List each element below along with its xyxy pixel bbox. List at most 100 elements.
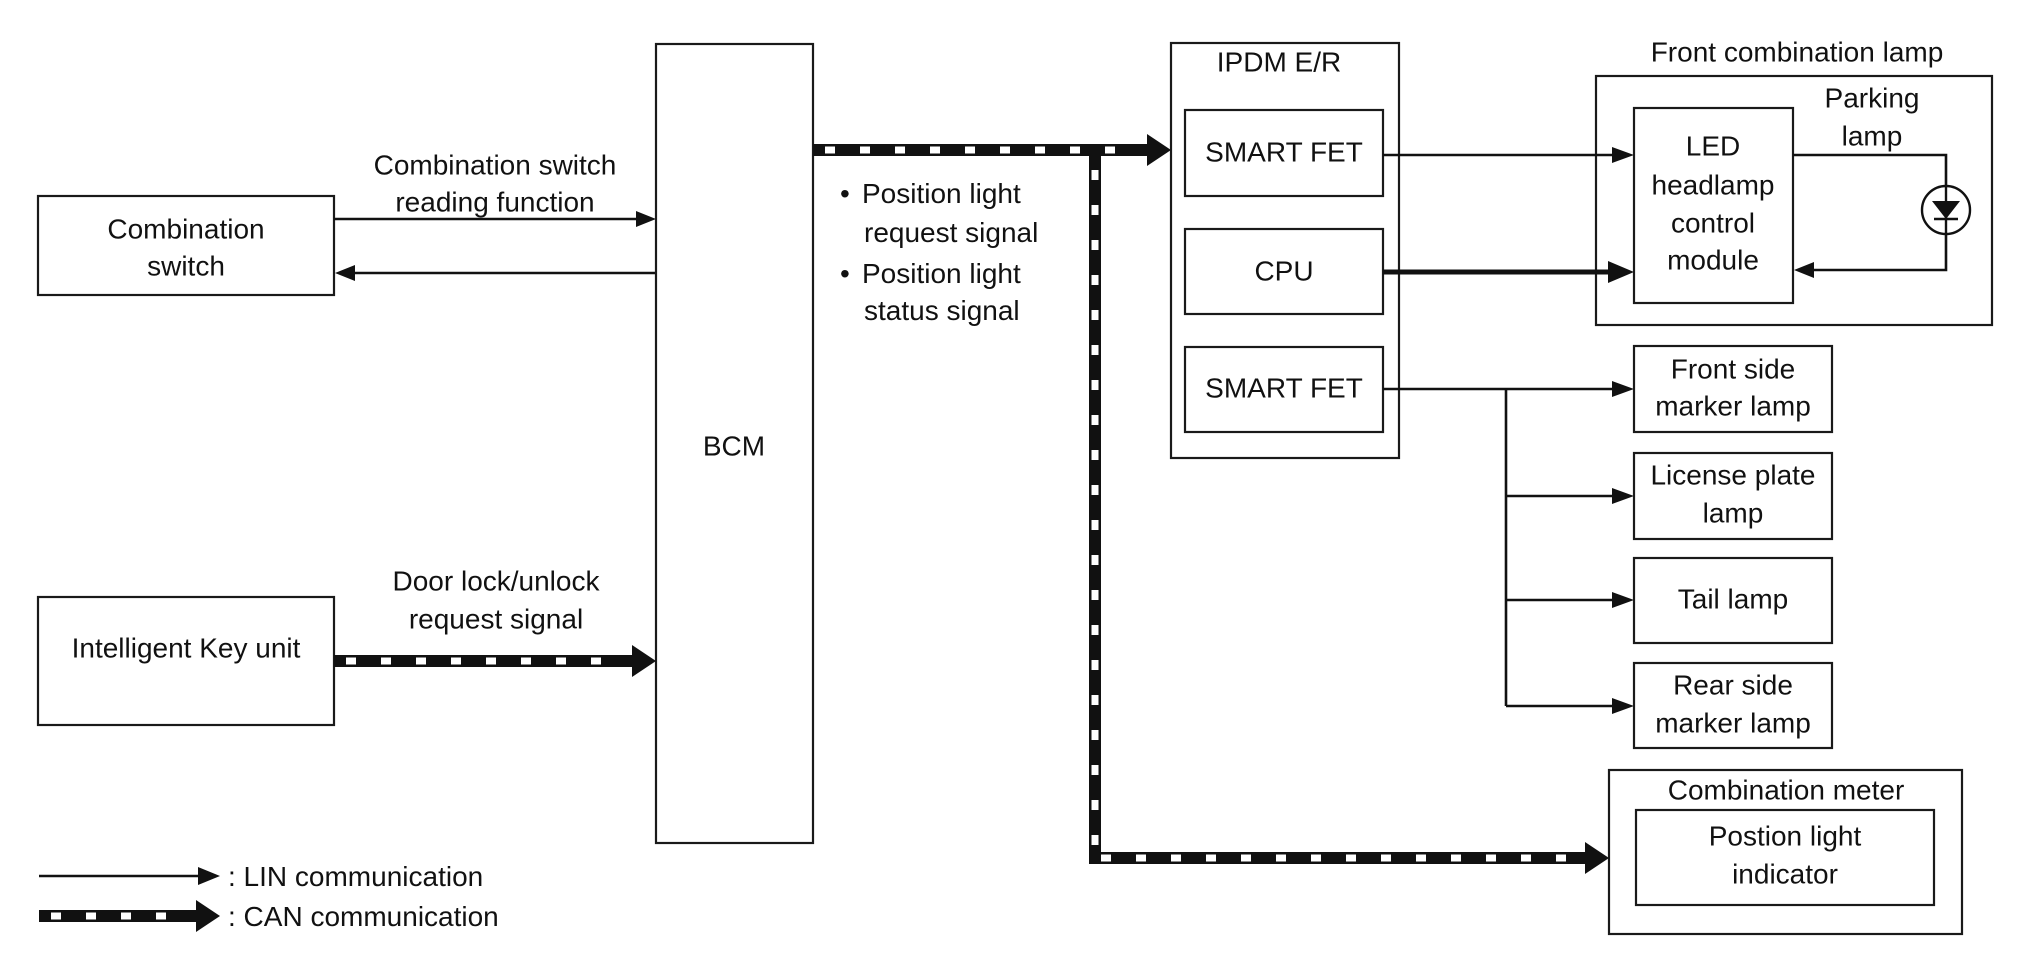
arrowhead-icon [1612, 147, 1634, 163]
bcm-block: BCM [654, 42, 815, 845]
can-line-vertical-branch-mark [1091, 310, 1099, 320]
front-combination-lamp-block: Front combination lamp LED headlamp cont… [1594, 36, 1994, 327]
combination-meter-block: Combination meter Postion light indicato… [1607, 768, 1964, 936]
bullet-1: • [840, 178, 850, 209]
can-line-to-combination-meter-mark [1451, 854, 1461, 862]
can-line-vertical-branch-mark [1091, 800, 1099, 810]
position-light-status-2: status signal [864, 295, 1020, 326]
can-line-bcm-to-ipdm-mark [895, 146, 905, 154]
combination-switch-box [36, 194, 336, 297]
can-line-key-to-bcm-mark [591, 657, 601, 665]
can-line-vertical-branch-mark [1091, 485, 1099, 495]
lamp-front-side-marker: Front side marker lamp [1632, 344, 1834, 434]
combination-switch-lin-link: Combination switch reading function [334, 149, 656, 281]
can-line-vertical-branch-mark [1091, 380, 1099, 390]
combination-switch-block: Combination switch [36, 194, 336, 297]
can-line-to-combination-meter-mark [1381, 854, 1391, 862]
can-line-vertical-branch-mark [1091, 835, 1099, 845]
smart-fet-2-label: SMART FET [1205, 372, 1363, 403]
can-line-key-to-bcm-mark [346, 657, 356, 665]
parking-lamp-label-2: lamp [1842, 120, 1903, 151]
lamp-license-plate: License plate lamp [1632, 451, 1834, 541]
can-line-bcm-to-ipdm-mark [825, 146, 835, 154]
lamp-rear-side-marker: Rear side marker lamp [1632, 661, 1834, 750]
can-line-to-combination-meter-mark [1241, 854, 1251, 862]
can-line-to-combination-meter-mark [1311, 854, 1321, 862]
arrowhead-icon [335, 265, 355, 281]
lamp-label: License plate [1650, 459, 1815, 490]
can-line-vertical-branch-mark [1091, 275, 1099, 285]
can-line-to-combination-meter-mark [1206, 854, 1216, 862]
can-line-to-combination-meter-mark [1486, 854, 1496, 862]
can-line-bcm-to-ipdm-mark [1000, 146, 1010, 154]
cpu-label: CPU [1254, 255, 1313, 286]
combination-meter-title: Combination meter [1668, 774, 1905, 805]
can-line-bcm-to-ipdm-mark [965, 146, 975, 154]
can-bus-layer [334, 134, 1609, 874]
legend-can-bar-mark [121, 912, 131, 920]
lamp-label: lamp [1703, 497, 1764, 528]
front-combination-lamp-title: Front combination lamp [1651, 36, 1944, 67]
can-line-vertical-branch-mark [1091, 450, 1099, 460]
intelligent-key-block: Intelligent Key unit [36, 595, 336, 727]
led-diode-icon [1920, 184, 1972, 236]
legend-can-bar-mark [156, 912, 166, 920]
combination-switch-label-1: Combination [107, 213, 264, 244]
led-module-label-3: control [1671, 207, 1755, 238]
ipdm-to-led-links [1383, 147, 1634, 283]
legend-can-bar-mark [86, 912, 96, 920]
arrowhead-icon [632, 645, 656, 677]
position-light-request-1: Position light [862, 178, 1021, 209]
can-line-key-to-bcm-mark [416, 657, 426, 665]
arrowhead-icon [198, 867, 220, 885]
intelligent-key-box [36, 595, 336, 727]
position-light-indicator-label-1: Postion light [1709, 820, 1862, 851]
led-module-box [1632, 106, 1795, 305]
can-line-bcm-to-ipdm-mark [1070, 146, 1080, 154]
can-line-key-to-bcm-mark [486, 657, 496, 665]
arrowhead-icon [1612, 592, 1634, 608]
lamp-tail: Tail lamp [1632, 556, 1834, 645]
position-light-indicator-box [1634, 808, 1936, 907]
can-line-to-combination-meter-mark [1556, 854, 1566, 862]
can-line-bcm-to-ipdm-mark [1035, 146, 1045, 154]
legend-can-line [39, 900, 220, 932]
can-line-vertical-branch-mark [1091, 520, 1099, 530]
can-line-bcm-to-ipdm-mark [930, 146, 940, 154]
smart-fet-1-label: SMART FET [1205, 136, 1363, 167]
legend-can-bar-mark [51, 912, 61, 920]
arrowhead-icon [1612, 488, 1634, 504]
legend-can-bar [39, 910, 198, 922]
signal-label-door-lock-1: Door lock/unlock [393, 565, 601, 596]
arrowhead-icon [1794, 262, 1814, 278]
can-line-to-combination-meter-mark [1171, 854, 1181, 862]
lamp-label: Tail lamp [1678, 583, 1788, 614]
position-light-indicator-label-2: indicator [1732, 858, 1838, 889]
intelligent-key-label: Intelligent Key unit [72, 632, 301, 663]
can-line-vertical-branch-mark [1091, 765, 1099, 775]
can-line-to-combination-meter-mark [1346, 854, 1356, 862]
can-line-vertical-branch-mark [1091, 660, 1099, 670]
cpu-box [1183, 227, 1385, 316]
can-line-vertical-branch-mark [1091, 345, 1099, 355]
ipdm-block: IPDM E/R SMART FET CPU SMART FET [1169, 41, 1401, 460]
position-light-request-2: request signal [864, 217, 1038, 248]
arrowhead-icon [636, 211, 656, 227]
arrowhead-icon [1612, 381, 1634, 397]
arrowhead-icon [1147, 134, 1171, 166]
can-line-vertical-branch-mark [1091, 625, 1099, 635]
legend-lin-label: : LIN communication [228, 861, 483, 892]
arrowhead-icon [196, 900, 220, 932]
can-line-vertical-branch-mark [1091, 415, 1099, 425]
combination-switch-label-2: switch [147, 250, 225, 281]
position-light-status-1: Position light [862, 258, 1021, 289]
can-line-vertical-branch-mark [1091, 205, 1099, 215]
can-line-vertical-branch-mark [1091, 590, 1099, 600]
bcm-box [654, 42, 815, 845]
arrowhead-icon [1585, 842, 1609, 874]
can-line-bcm-to-ipdm-mark [1105, 146, 1115, 154]
legend-can-label: : CAN communication [228, 901, 499, 932]
led-module-label-1: LED [1686, 130, 1740, 161]
lamp-label: Front side [1671, 353, 1796, 384]
signal-label-door-lock-2: request signal [409, 603, 583, 634]
